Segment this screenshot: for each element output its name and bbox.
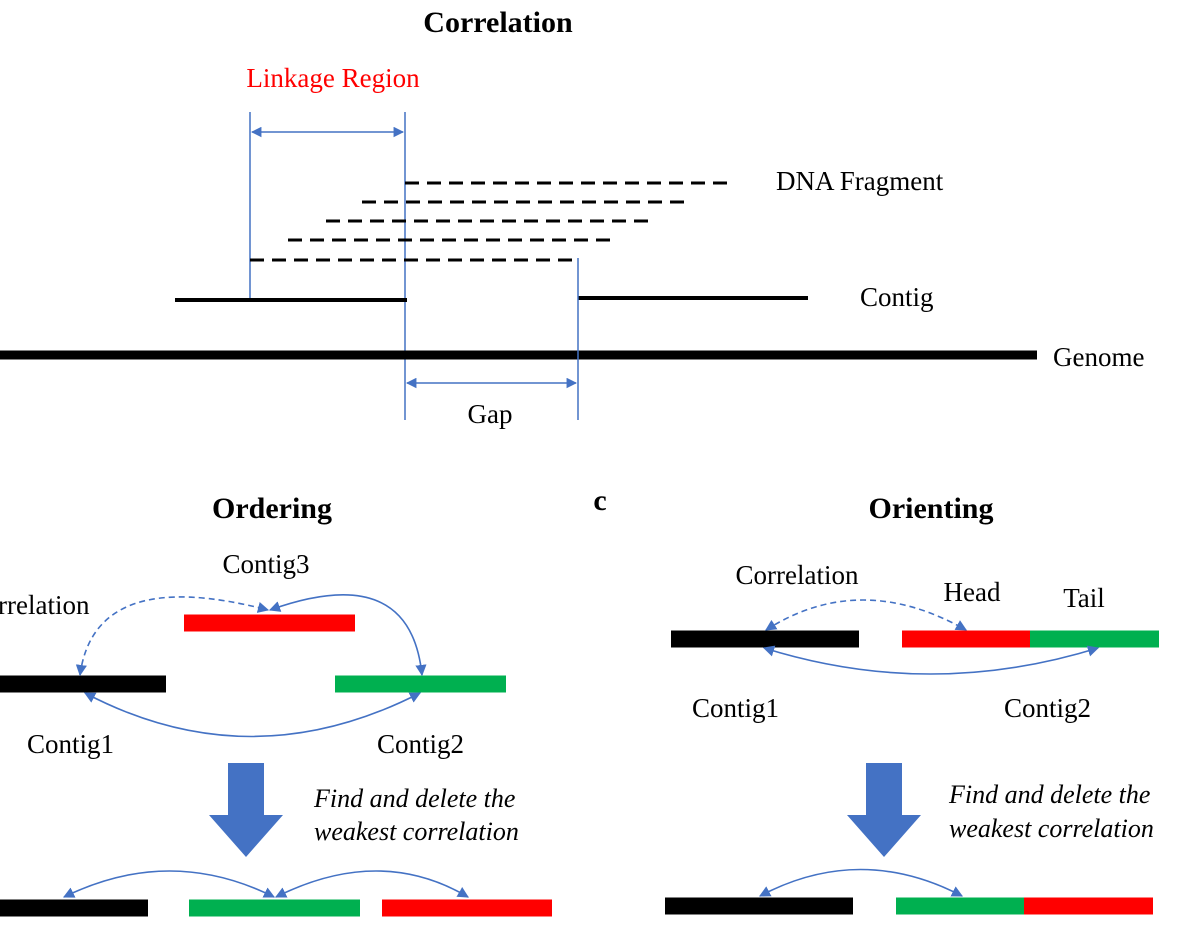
genome-label: Genome xyxy=(1053,342,1144,372)
ordering-down-arrow-icon xyxy=(209,763,283,857)
orienting-dashed-arc xyxy=(765,599,967,631)
orienting-contig2-label: Contig2 xyxy=(1004,693,1091,723)
dna-fragment-label: DNA Fragment xyxy=(776,166,944,196)
ordering-correlation-label: rrelation xyxy=(0,590,90,620)
linkage-region-label: Linkage Region xyxy=(246,63,420,93)
ordering-result-arc-right xyxy=(274,870,469,898)
ordering-contig3-contig2-arc xyxy=(268,594,427,677)
ordering-contig1-contig2-arc xyxy=(84,692,421,738)
ordering-note-line1: Find and delete the xyxy=(313,784,515,813)
panel-orienting: c Orienting Correlation Head Tail Contig… xyxy=(593,484,1159,915)
orienting-note-line2: weakest correlation xyxy=(949,814,1154,843)
orienting-correlation-label: Correlation xyxy=(736,560,859,590)
dna-fragments xyxy=(250,181,735,262)
orienting-tail-label: Tail xyxy=(1063,583,1105,613)
orienting-title: Orienting xyxy=(869,492,994,525)
ordering-contig2-label: Contig2 xyxy=(377,729,464,759)
ordering-dashed-arc xyxy=(75,596,270,677)
ordering-title: Ordering xyxy=(212,492,332,525)
orienting-contig1-label: Contig1 xyxy=(692,693,779,723)
panel-letter-c: c xyxy=(593,484,606,517)
ordering-contig1-label: Contig1 xyxy=(27,729,114,759)
correlation-title: Correlation xyxy=(423,6,573,39)
ordering-result-arc-left xyxy=(62,870,276,898)
contig-label: Contig xyxy=(860,282,934,312)
orienting-head-label: Head xyxy=(944,577,1001,607)
ordering-contig3-label: Contig3 xyxy=(222,549,309,579)
gap-label: Gap xyxy=(468,399,513,429)
orienting-note-line1: Find and delete the xyxy=(948,780,1150,809)
panel-correlation: Correlation Linkage Region DNA Fragment … xyxy=(0,6,1144,429)
ordering-note-line2: weakest correlation xyxy=(314,817,519,846)
orienting-down-arrow-icon xyxy=(847,763,921,857)
panel-ordering: Ordering Contig3 rrelation Contig1 Conti… xyxy=(0,492,552,917)
orienting-result-arc xyxy=(759,868,963,897)
orienting-solid-arc xyxy=(762,645,1100,675)
